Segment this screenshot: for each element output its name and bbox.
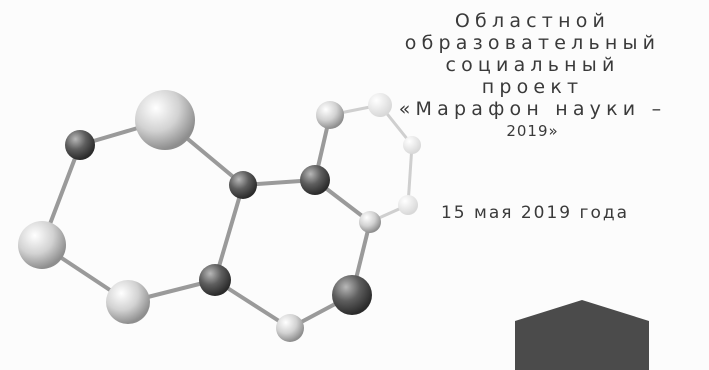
atom	[229, 171, 257, 199]
atoms	[18, 90, 421, 342]
title-line: социальный	[445, 54, 620, 76]
atom	[65, 130, 95, 160]
atom	[276, 314, 304, 342]
atom	[332, 275, 372, 315]
project-title: Областной образовательный социальный про…	[360, 10, 705, 142]
title-line: «Марафон науки –	[398, 98, 667, 120]
atom	[18, 221, 66, 269]
atom	[199, 264, 231, 296]
title-line: 2019»	[506, 122, 559, 140]
title-line: образовательный	[404, 32, 661, 54]
atom	[368, 93, 392, 117]
atom	[359, 211, 381, 233]
atom	[135, 90, 195, 150]
title-line: Областной	[454, 10, 611, 32]
molecule-illustration	[18, 90, 421, 342]
title-line: проект	[481, 76, 584, 98]
atom	[403, 136, 421, 154]
atom	[106, 280, 150, 324]
atom	[300, 165, 330, 195]
atom	[316, 101, 344, 129]
event-date: 15 мая 2019 года	[440, 203, 630, 223]
atom	[398, 195, 418, 215]
